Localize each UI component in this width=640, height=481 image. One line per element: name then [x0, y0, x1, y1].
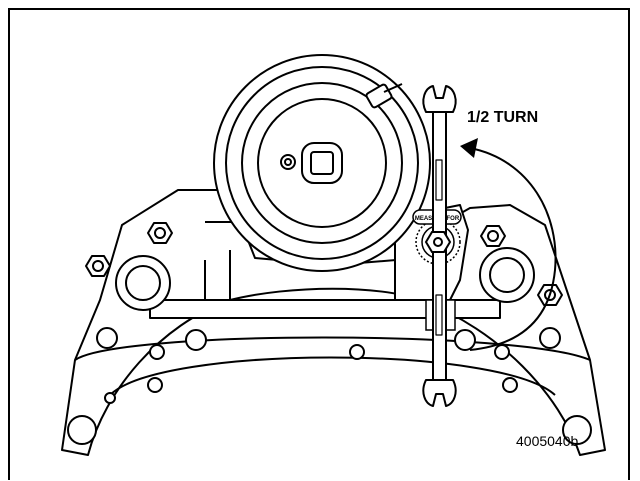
caliper-bridge: [149, 299, 501, 319]
disc-hub-square: [310, 151, 334, 175]
lower-hole-11: [502, 377, 518, 393]
lower-hole-9: [494, 344, 510, 360]
lower-hole-12: [562, 415, 592, 445]
lower-hole-1: [96, 327, 118, 349]
lower-hole-7: [349, 344, 365, 360]
lower-hole-6: [67, 415, 97, 445]
lower-hole-3: [185, 329, 207, 351]
wrench-head-top: [422, 85, 457, 113]
lower-hole-2: [149, 344, 165, 360]
right-bore-inner: [489, 257, 525, 293]
part-number: 4005040b: [516, 433, 579, 449]
turn-arrow-head: [460, 138, 478, 158]
lower-hole-5: [104, 392, 116, 404]
lower-hole-8: [454, 329, 476, 351]
turn-arrow: [469, 147, 557, 351]
wrench: [422, 85, 457, 407]
lower-hole-10: [539, 327, 561, 349]
adjuster-gear: [415, 219, 461, 265]
figure-frame: [8, 8, 630, 480]
left-bore-inner: [125, 265, 161, 301]
lower-hole-4: [147, 377, 163, 393]
turn-label: 1/2 TURN: [467, 109, 538, 126]
wrench-head-bottom: [422, 379, 457, 407]
